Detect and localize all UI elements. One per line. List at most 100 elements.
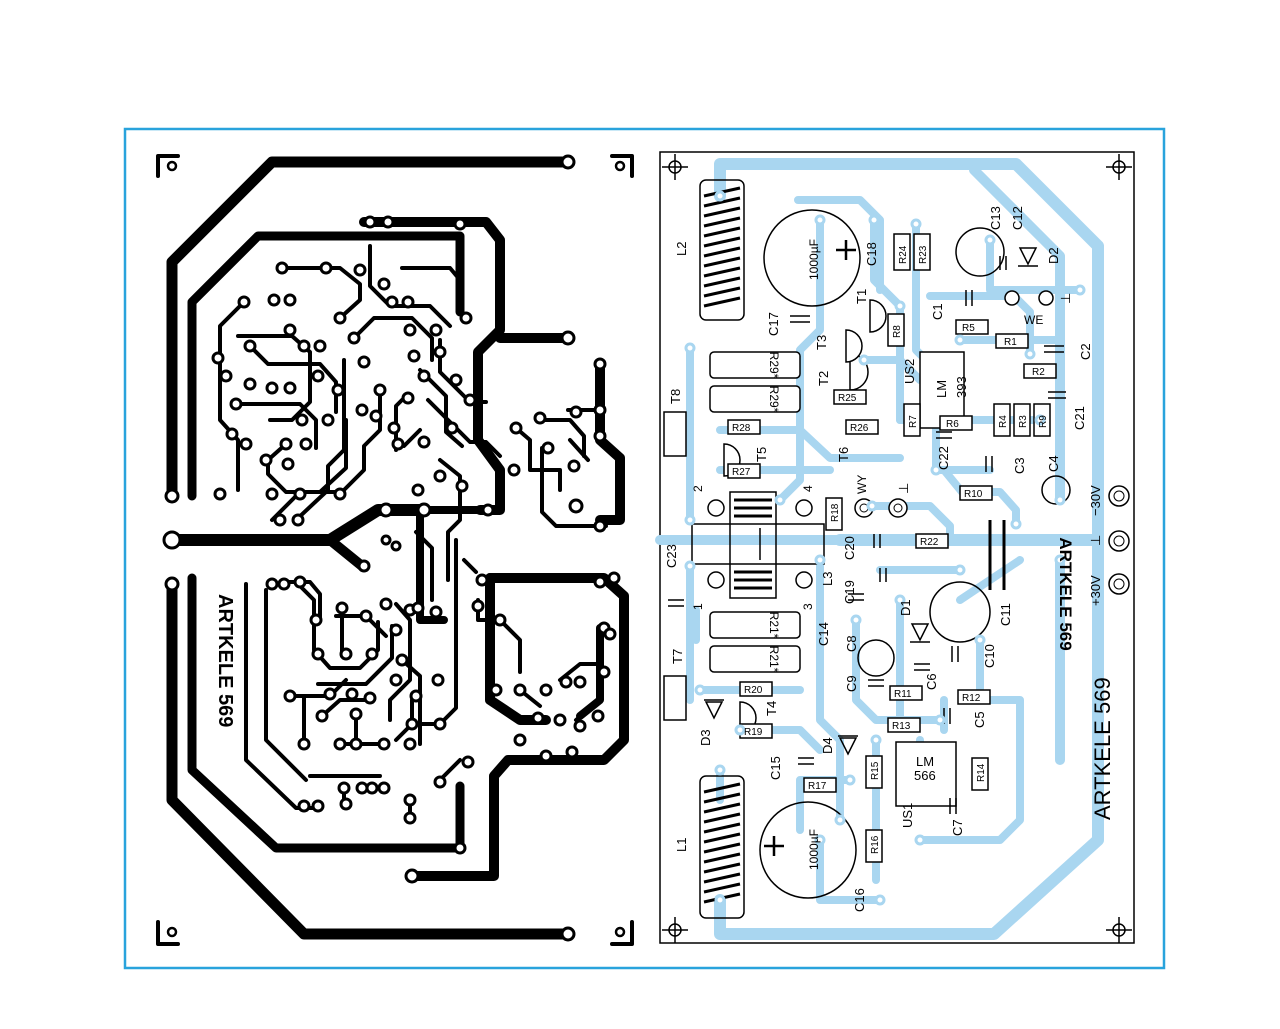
capacitor-C9 xyxy=(868,679,884,687)
corner-target-bl xyxy=(662,917,688,943)
resistor-R2 xyxy=(1023,363,1057,379)
capacitor-C2 xyxy=(1044,345,1064,353)
label-d1: D1 xyxy=(898,599,913,616)
label-c18: C18 xyxy=(864,242,879,266)
label-p1: 1 xyxy=(691,603,705,610)
component-vias xyxy=(684,190,1086,906)
label-r19: R19 xyxy=(744,727,763,738)
capacitor-C8 xyxy=(857,639,895,677)
copper-gnd-bar-2 xyxy=(325,535,367,571)
resistor-R17 xyxy=(803,777,837,793)
corner-mark-tr xyxy=(610,154,634,178)
label-r28: R28 xyxy=(732,423,751,434)
label-d2: D2 xyxy=(1046,247,1061,264)
label-r26: R26 xyxy=(850,423,869,434)
copper-right-bus-7 xyxy=(416,506,448,624)
label-r15: R15 xyxy=(870,761,881,780)
label-ic1_line1: LM xyxy=(916,754,934,769)
corner-hole-bl xyxy=(166,926,178,938)
corner-hole-br xyxy=(614,926,626,938)
label-t5: T5 xyxy=(754,447,769,462)
resistor-R6 xyxy=(939,415,973,431)
label-r4: R4 xyxy=(998,415,1009,428)
copper-pads-lower xyxy=(265,534,621,942)
label-c8: C8 xyxy=(844,635,859,652)
ic-US1 xyxy=(895,741,957,807)
label-us2: US2 xyxy=(902,359,917,384)
diode-D3 xyxy=(704,699,724,720)
label-r20: R20 xyxy=(744,685,763,696)
label-t6: T6 xyxy=(836,447,851,462)
label-t7: T7 xyxy=(670,649,685,664)
label-c10: C10 xyxy=(982,644,997,668)
label-c2: C2 xyxy=(1078,343,1093,360)
copper-signal-upper xyxy=(218,244,608,674)
terminal-plus30 xyxy=(1108,573,1130,595)
label-r24: R24 xyxy=(898,245,909,264)
resistor-R8 xyxy=(887,313,905,347)
label-ic2_line2: 393 xyxy=(954,376,969,398)
copper-pads-upper xyxy=(162,154,607,592)
label-r11: R11 xyxy=(894,689,912,700)
capacitor-C19 xyxy=(879,568,887,582)
inductor-L2 xyxy=(699,179,745,321)
label-c14: C14 xyxy=(816,622,831,646)
label-r3: R3 xyxy=(1018,415,1029,428)
resistor-R23 xyxy=(913,233,931,271)
corner-hole-tr xyxy=(614,160,626,172)
label-r21a: R21* xyxy=(767,612,781,639)
label-t2: T2 xyxy=(816,371,831,386)
label-c12: C12 xyxy=(1010,206,1025,230)
component-blue-traces xyxy=(655,158,1104,940)
transformer-L3 xyxy=(691,491,825,599)
terminal-gnd xyxy=(1108,530,1130,552)
label-c9: C9 xyxy=(844,675,859,692)
label-c7: C7 xyxy=(950,819,965,836)
label-c13: C13 xyxy=(988,206,1003,230)
power-resistor-R29b xyxy=(709,385,801,413)
transistor-T3 xyxy=(845,329,863,363)
label-c19: C19 xyxy=(842,580,857,604)
label-l1: L1 xyxy=(674,838,689,852)
capacitor-C13 xyxy=(955,227,1005,277)
capacitor-C1 xyxy=(965,290,973,306)
capacitor-C11-leads xyxy=(988,520,1006,590)
label-l3: L3 xyxy=(820,572,835,586)
capacitor-C3 xyxy=(985,456,993,472)
resistor-R1 xyxy=(995,333,1029,349)
label-gnd: ⊥ xyxy=(1088,535,1103,546)
label-capacitor_value: 1000µF xyxy=(807,829,821,870)
terminal-minus30 xyxy=(1108,485,1130,507)
label-p4: 4 xyxy=(801,485,815,492)
label-r18: R18 xyxy=(830,503,841,522)
label-c15: C15 xyxy=(768,756,783,780)
copper-bus-outer-lower xyxy=(166,578,574,940)
label-c4: C4 xyxy=(1046,455,1061,472)
capacitor-C18 xyxy=(763,209,861,307)
resistor-R27 xyxy=(727,463,761,479)
copper-right-bus-5 xyxy=(595,359,625,525)
resistor-R28 xyxy=(727,419,761,435)
label-r23: R23 xyxy=(918,245,929,264)
copper-bus-outer xyxy=(166,156,574,502)
label-wy_gnd: ⊥ xyxy=(896,483,911,494)
label-c17: C17 xyxy=(766,312,781,336)
capacitor-C14 xyxy=(848,593,864,601)
corner-target-tr xyxy=(1106,154,1132,180)
capacitor-C16-polarity xyxy=(764,836,784,856)
resistor-R3 xyxy=(1013,403,1031,437)
label-c5: C5 xyxy=(972,711,987,728)
capacitor-C12 xyxy=(999,256,1007,270)
capacitor-C6 xyxy=(914,663,930,671)
corner-target-tl xyxy=(662,154,688,180)
small-capacitors xyxy=(668,256,1066,814)
copper-side xyxy=(156,154,634,946)
label-t1: T1 xyxy=(854,289,869,304)
label-t4: T4 xyxy=(764,701,779,716)
label-r13: R13 xyxy=(892,721,911,732)
component-side xyxy=(655,151,1135,944)
label-r6: R6 xyxy=(946,419,959,430)
label-ic2_line1: LM xyxy=(934,380,949,398)
copper-bus-inner-2 xyxy=(187,573,465,853)
resistor-R15 xyxy=(865,755,883,789)
